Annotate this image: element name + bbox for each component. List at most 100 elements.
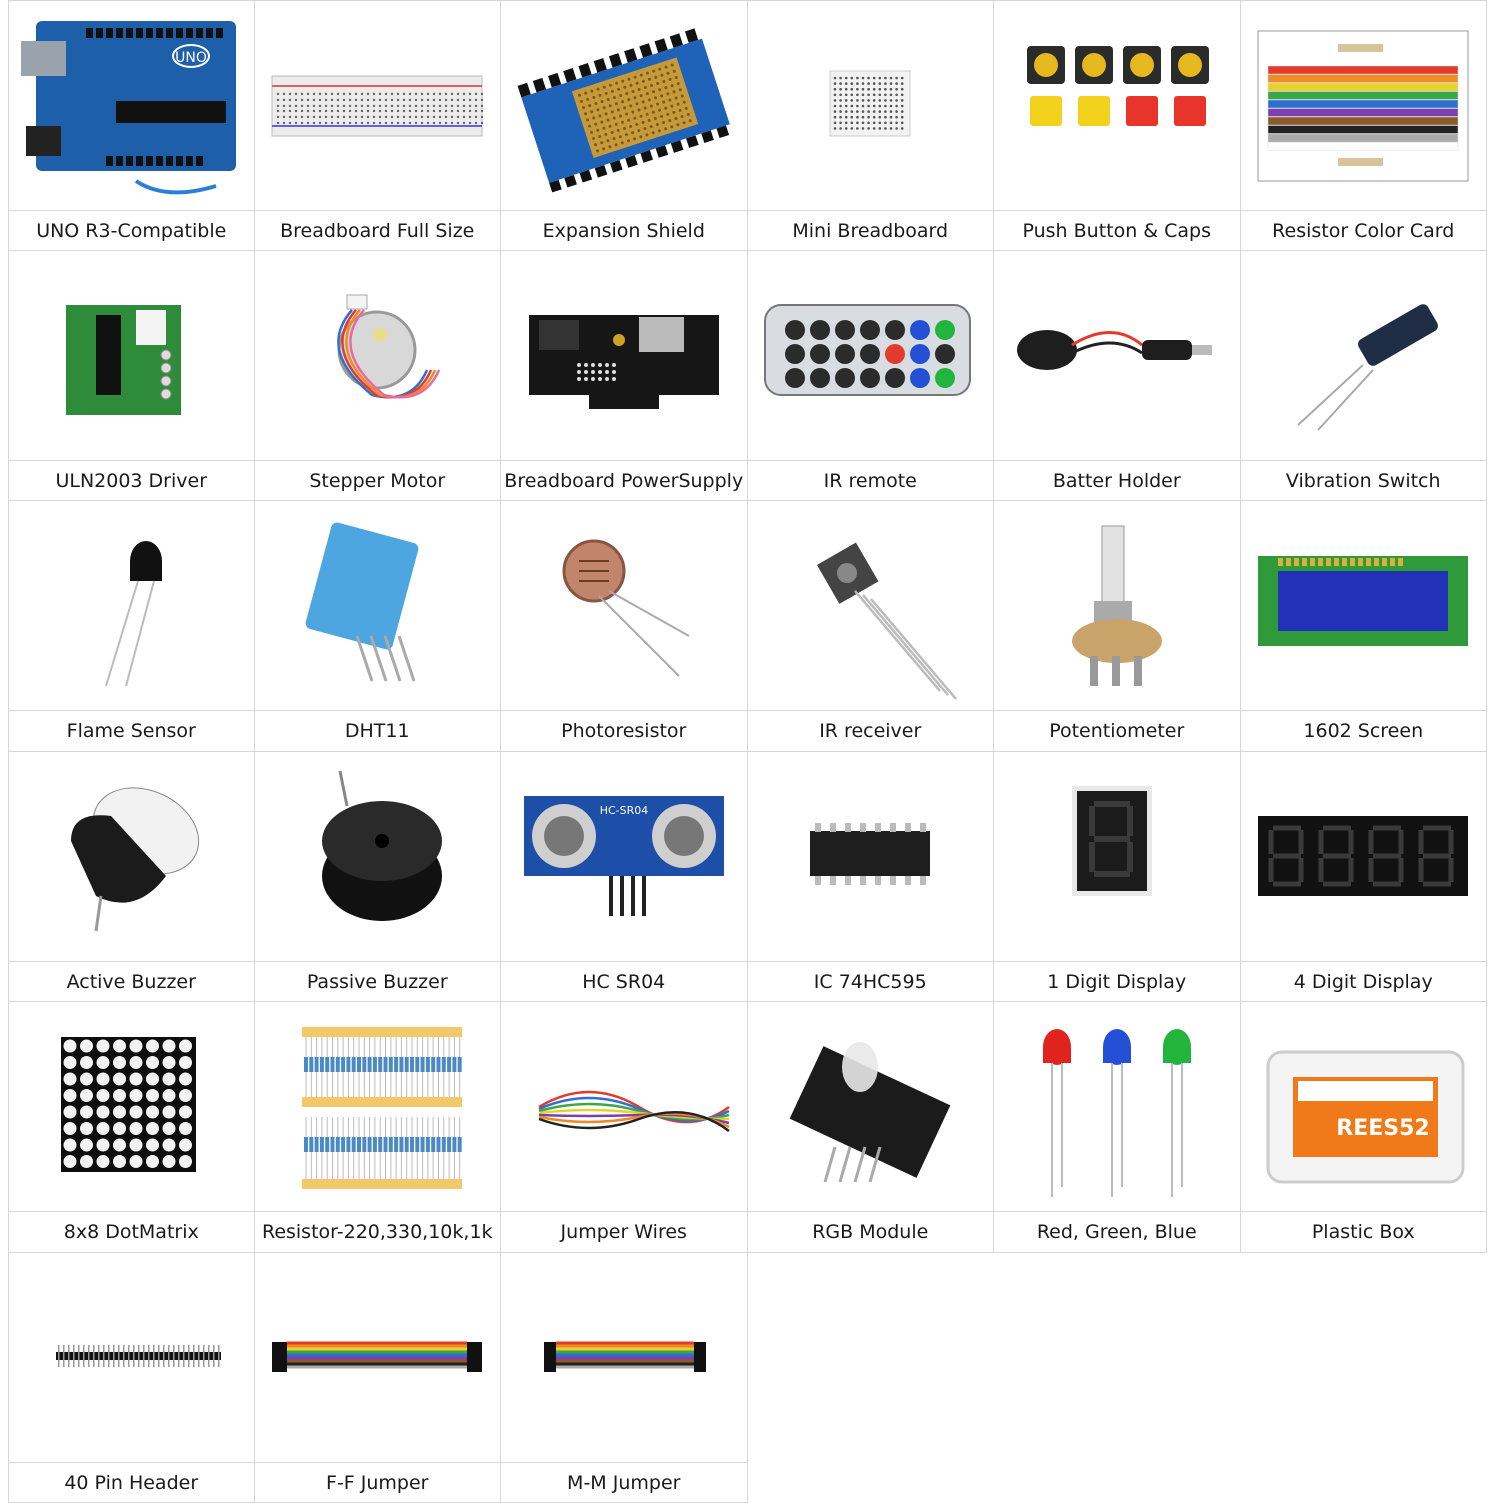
component-image: [501, 1, 747, 211]
svg-text:REES52: REES52: [1337, 1116, 1430, 1141]
component-image: [1241, 752, 1487, 962]
battery-holder-icon: [1002, 255, 1232, 455]
component-image: [9, 1002, 254, 1212]
component-label: Active Buzzer: [9, 963, 254, 1002]
component-image: [748, 1002, 994, 1212]
component-cell-3: Mini Breadboard: [748, 0, 995, 251]
component-label: Batter Holder: [994, 462, 1240, 501]
uno-board-icon: UNO: [16, 6, 246, 206]
ic-chip-icon: [755, 756, 985, 956]
component-cell-6: ULN2003 Driver: [8, 251, 255, 502]
one-digit-display-icon: [1002, 756, 1232, 956]
component-image: UNO: [9, 1, 254, 211]
component-image: [255, 251, 501, 461]
component-cell-10: Batter Holder: [994, 251, 1241, 502]
expansion-shield-icon: [509, 6, 739, 206]
component-grid: UNO UNO R3-Compatible Breadboard Full Si…: [8, 0, 1488, 1500]
component-image: [748, 752, 994, 962]
jumper-wires-icon: [509, 1007, 739, 1207]
component-cell-17: 1602 Screen: [1241, 501, 1488, 752]
dht11-icon: [262, 506, 492, 706]
component-label: ULN2003 Driver: [9, 462, 254, 501]
component-image: [994, 752, 1240, 962]
component-cell-8: Breadboard PowerSupply: [501, 251, 748, 502]
component-label: Red, Green, Blue: [994, 1213, 1240, 1252]
component-label: Breadboard PowerSupply: [501, 462, 747, 501]
component-cell-25: Resistor-220,330,10k,1k: [255, 1002, 502, 1253]
ff-jumper-icon: [262, 1257, 492, 1457]
component-label: Stepper Motor: [255, 462, 501, 501]
component-label: 4 Digit Display: [1241, 963, 1487, 1002]
component-label: DHT11: [255, 712, 501, 751]
component-image: [501, 1002, 747, 1212]
component-image: [255, 1253, 501, 1463]
component-image: [9, 752, 254, 962]
plastic-box-icon: REES52: [1248, 1007, 1478, 1207]
leds-icon: [1002, 1007, 1232, 1207]
component-label: HC SR04: [501, 963, 747, 1002]
flame-sensor-icon: [16, 506, 246, 706]
component-label: IR remote: [748, 462, 994, 501]
component-cell-5: Resistor Color Card: [1241, 0, 1488, 251]
mm-jumper-icon: [509, 1257, 739, 1457]
active-buzzer-icon: [16, 756, 246, 956]
svg-text:HC-SR04: HC-SR04: [599, 804, 648, 817]
dot-matrix-icon: [16, 1007, 246, 1207]
component-cell-7: Stepper Motor: [255, 251, 502, 502]
component-label: F-F Jumper: [255, 1464, 501, 1503]
component-image: [501, 501, 747, 711]
component-cell-12: Flame Sensor: [8, 501, 255, 752]
component-cell-18: Active Buzzer: [8, 752, 255, 1003]
component-label: UNO R3-Compatible: [9, 212, 254, 250]
component-label: 1602 Screen: [1241, 712, 1487, 751]
component-image: [255, 1, 501, 211]
component-image: [1241, 1, 1487, 211]
component-cell-22: 1 Digit Display: [994, 752, 1241, 1003]
rgb-module-icon: [755, 1007, 985, 1207]
resistor-card-icon: [1248, 6, 1478, 206]
component-image: [501, 251, 747, 461]
component-image: [994, 1002, 1240, 1212]
component-cell-26: Jumper Wires: [501, 1002, 748, 1253]
component-image: [994, 1, 1240, 211]
push-button-icon: [1002, 6, 1232, 206]
component-cell-14: Photoresistor: [501, 501, 748, 752]
component-image: [255, 1002, 501, 1212]
component-label: Flame Sensor: [9, 712, 254, 751]
component-image: HC-SR04: [501, 752, 747, 962]
power-supply-icon: [509, 255, 739, 455]
vibration-switch-icon: [1248, 255, 1478, 455]
resistors-icon: [262, 1007, 492, 1207]
component-cell-11: Vibration Switch: [1241, 251, 1488, 502]
component-image: [1241, 251, 1487, 461]
component-image: [994, 251, 1240, 461]
component-cell-1: Breadboard Full Size: [255, 0, 502, 251]
component-cell-21: IC 74HC595: [748, 752, 995, 1003]
pin-header-icon: [16, 1257, 246, 1457]
component-label: Passive Buzzer: [255, 963, 501, 1002]
component-label: IR receiver: [748, 712, 994, 751]
component-cell-28: Red, Green, Blue: [994, 1002, 1241, 1253]
component-label: Photoresistor: [501, 712, 747, 751]
photoresistor-icon: [509, 506, 739, 706]
svg-text:UNO: UNO: [175, 50, 207, 66]
component-cell-16: Potentiometer: [994, 501, 1241, 752]
component-label: Plastic Box: [1241, 1213, 1487, 1252]
component-label: Expansion Shield: [501, 212, 747, 250]
component-label: Vibration Switch: [1241, 462, 1487, 501]
component-label: IC 74HC595: [748, 963, 994, 1002]
component-label: Resistor-220,330,10k,1k: [255, 1213, 501, 1252]
component-cell-2: Expansion Shield: [501, 0, 748, 251]
component-image: REES52: [1241, 1002, 1487, 1212]
component-cell-31: F-F Jumper: [255, 1253, 502, 1503]
driver-board-icon: [16, 255, 246, 455]
component-cell-19: Passive Buzzer: [255, 752, 502, 1003]
component-image: [748, 501, 994, 711]
component-cell-9: IR remote: [748, 251, 995, 502]
component-cell-27: RGB Module: [748, 1002, 995, 1253]
component-image: [255, 501, 501, 711]
component-image: [748, 1, 994, 211]
component-label: Potentiometer: [994, 712, 1240, 751]
component-image: [9, 501, 254, 711]
component-image: [994, 501, 1240, 711]
